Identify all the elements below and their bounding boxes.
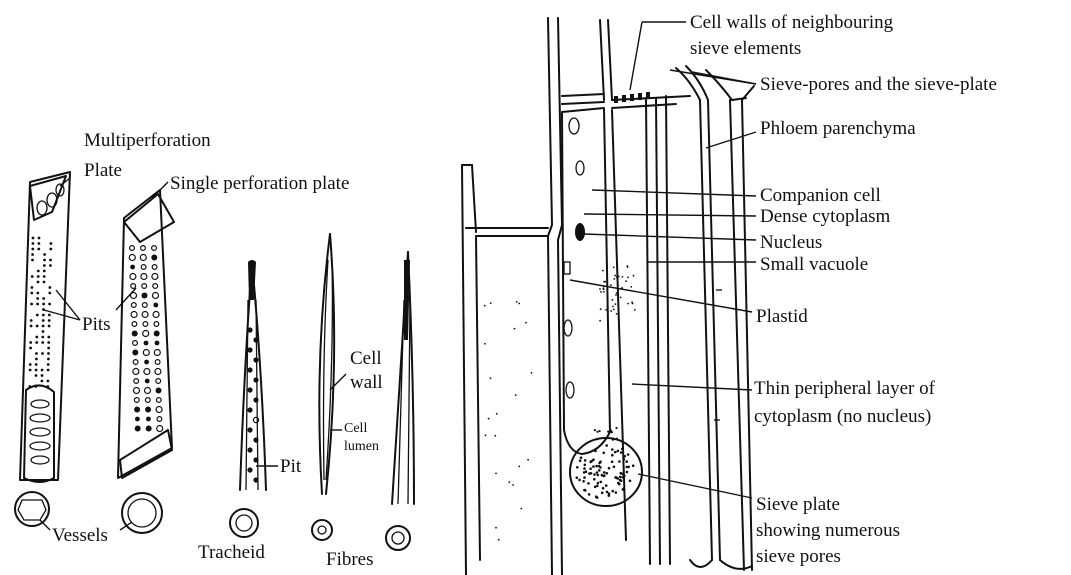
label-dense-cytoplasm: Dense cytoplasm (760, 206, 891, 227)
label-small-vacuole: Small vacuole (760, 254, 868, 275)
vessel-single-perforation (118, 190, 174, 478)
label-vessels: Vessels (52, 525, 108, 546)
fibre-cell-2 (392, 252, 414, 504)
label-sieve-plate: Sieve plate (756, 494, 840, 515)
label-cell-lumen-2: lumen (344, 439, 379, 454)
fibre-cross-section-2 (386, 526, 410, 550)
label-cell-walls-neighbouring: Cell walls of neighbouring (690, 12, 894, 33)
label-nucleus: Nucleus (760, 232, 822, 253)
vessel-pits (28, 237, 52, 388)
vessel-multiperforation (20, 172, 70, 482)
label-plastid: Plastid (756, 306, 808, 327)
label-multiperforation-plate: Plate (84, 160, 122, 181)
xylem-leaders (40, 178, 346, 530)
label-single-perforation-plate: Single perforation plate (170, 173, 349, 194)
fibre-cell-1 (319, 234, 334, 494)
tracheid-cross-section (230, 509, 258, 537)
label-sieve-pores-plate: Sieve-pores and the sieve-plate (760, 74, 997, 95)
tracheid-cell (240, 260, 266, 490)
label-cytoplasm-no-nucleus: cytoplasm (no nucleus) (754, 406, 931, 427)
phloem-tissue (462, 18, 754, 575)
label-sieve-elements: sieve elements (690, 38, 801, 59)
xylem-labels: Multiperforation Plate Single perforatio… (52, 130, 383, 570)
phloem-parenchyma-right (676, 66, 754, 570)
label-cell-wall-2: wall (350, 372, 383, 393)
label-thin-peripheral-layer: Thin peripheral layer of (754, 378, 936, 399)
label-showing-numerous: showing numerous (756, 520, 900, 541)
label-cell-lumen-1: Cell (344, 421, 367, 436)
label-companion-cell: Companion cell (760, 185, 881, 206)
label-pits: Pits (82, 314, 111, 335)
label-cell-wall-1: Cell (350, 348, 382, 369)
label-phloem-parenchyma: Phloem parenchyma (760, 118, 916, 139)
companion-cell (562, 108, 610, 454)
sieve-tube-element (612, 96, 670, 564)
sieve-plate (570, 438, 642, 506)
multiperforation-bars (37, 184, 64, 215)
vessel-cross-section-1 (15, 492, 49, 526)
sieve-pores (576, 444, 635, 499)
label-fibres: Fibres (326, 549, 374, 570)
vessel-pits (129, 246, 162, 432)
fibre-cross-section-1 (312, 520, 332, 540)
lower-multiperforation-plate (30, 400, 50, 464)
label-sieve-pores: sieve pores (756, 546, 841, 567)
label-pit: Pit (280, 456, 302, 477)
vessel-cross-section-2 (122, 493, 162, 533)
phloem-parenchyma-left (462, 165, 548, 575)
label-multiperforation: Multiperforation (84, 130, 211, 151)
label-tracheid: Tracheid (198, 542, 265, 563)
